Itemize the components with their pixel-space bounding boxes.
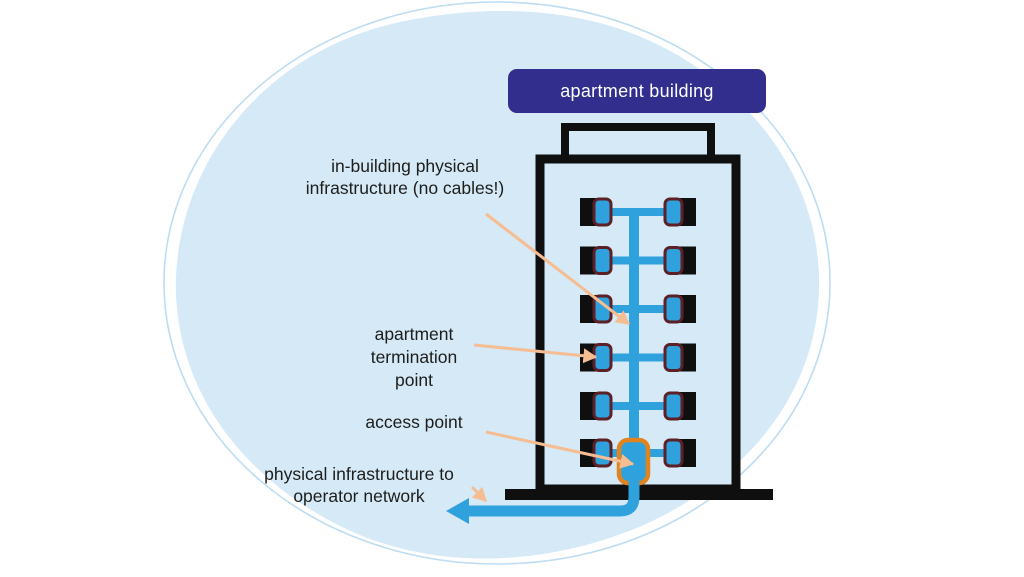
label-line: termination [370,347,458,367]
label-in-building-infrastructure: in-building physical infrastructure (no … [250,155,560,199]
label-line: apartment [374,324,454,344]
label-line: in-building physical [331,156,479,176]
label-line: physical infrastructure to [264,464,454,484]
apartment-building-badge: apartment building [508,69,766,113]
annotation-arrow-in-building [485,212,630,326]
background-blob-outline [163,1,831,565]
annotation-arrow-termination [473,343,598,364]
label-apartment-termination-point: apartment termination point [329,323,499,392]
operator-cable [468,478,640,517]
label-line: infrastructure (no cables!) [305,178,505,198]
label-operator-network: physical infrastructure to operator netw… [209,463,509,507]
label-line: point [395,370,433,390]
annotation-arrow-operator [470,485,488,503]
operator-cable-arrowhead [446,498,469,524]
annotation-arrow-access [485,430,635,469]
label-access-point: access point [329,411,499,433]
apartment-building-badge-label: apartment building [560,80,714,101]
label-line: access point [365,412,463,432]
label-line: operator network [293,486,425,506]
